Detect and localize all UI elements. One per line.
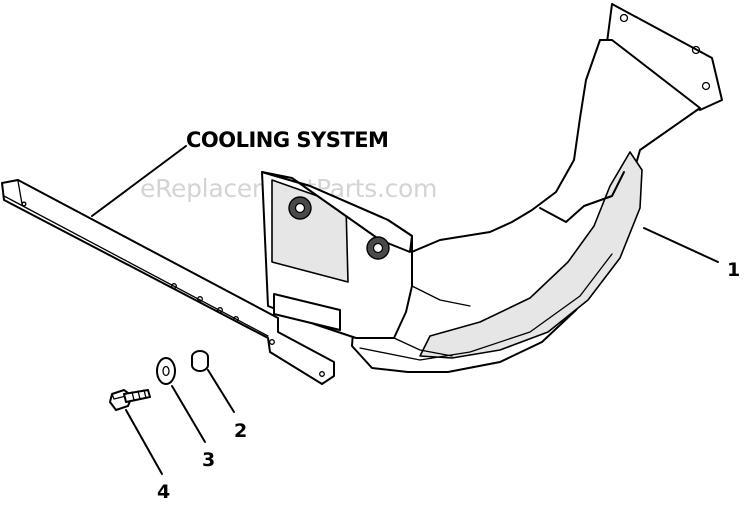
washer-icon <box>156 357 176 385</box>
screw-icon <box>109 389 151 411</box>
blower-housing-icon <box>261 3 723 373</box>
title-leader-line <box>91 145 187 217</box>
callout-4-leader-line <box>125 409 163 475</box>
callout-3-label: 3 <box>202 449 215 471</box>
callout-1-label: 1 <box>727 259 740 281</box>
spacer-icon <box>191 350 209 372</box>
support-bracket-icon <box>1 179 335 385</box>
callout-1-leader-line <box>643 227 719 263</box>
diagram-title: COOLING SYSTEM <box>186 128 388 152</box>
callout-2-label: 2 <box>234 420 247 442</box>
callout-3-leader-line <box>171 385 206 443</box>
callout-4-label: 4 <box>157 481 170 503</box>
callout-2-leader-line <box>207 369 235 413</box>
